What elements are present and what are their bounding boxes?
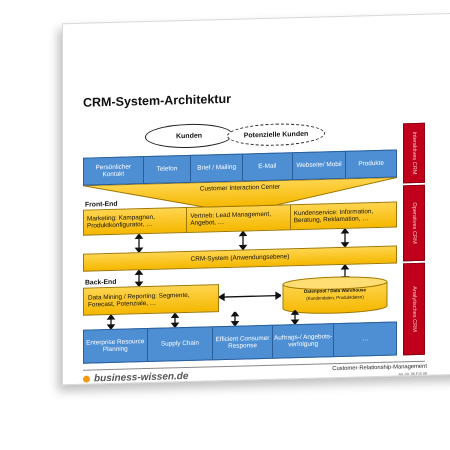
system-cell: Supply Chain: [147, 327, 214, 362]
system-cell: Enterprise Resource Planning: [84, 329, 148, 363]
channel-cell: Brief / Mailing: [191, 154, 243, 182]
customers-ellipse: Kunden: [145, 122, 233, 150]
side-band-interactive: Interaktives CRM: [403, 122, 425, 184]
customers-label: Kunden: [175, 132, 203, 140]
diagram-title: CRM-System-Architektur: [83, 91, 231, 110]
channel-cell: Produkte: [358, 160, 384, 168]
document-page: CRM-System-Architektur Kunden Potenziell…: [62, 12, 450, 386]
side-label-operative: Operatives CRM: [411, 202, 418, 244]
side-band-operative: Operatives CRM: [403, 184, 425, 262]
channel-cell: Persönlicher Kontakt: [84, 157, 144, 185]
system-cell: Efficient Consumer Response: [213, 325, 273, 360]
systems-row: Enterprise Resource Planning Supply Chai…: [83, 321, 397, 364]
brand-dot-icon: [83, 375, 90, 383]
brand-name: business-wissen.de: [94, 370, 189, 385]
system-cell: …: [362, 335, 369, 343]
frontend-crm-arrows: [134, 227, 350, 254]
article-number: Art.-Nr. 06.F15.08: [398, 371, 427, 377]
backend-label: Back-End: [85, 278, 117, 287]
channel-cell: Webseite/ Mobil: [292, 151, 347, 180]
side-band-analytic: Analytisches CRM: [403, 262, 425, 356]
potential-customers-ellipse: Potenzielle Kunden: [227, 122, 325, 147]
potential-customers-label: Potenzielle Kunden: [243, 130, 309, 140]
backend-systems-arrows: [106, 309, 300, 330]
side-label-interactive: Interaktives CRM: [411, 131, 418, 175]
footer-caption: Customer-Relationship-Management: [332, 363, 427, 373]
analytics-warehouse-arrow: [219, 291, 281, 302]
backend-analytics: Data Mining / Reporting: Segmente, Forec…: [83, 284, 219, 316]
frontend-label: Front-End: [85, 200, 118, 209]
system-cell: Auftrags-/ Angebots- verfolgung: [272, 324, 335, 358]
side-label-analytic: Analytisches CRM: [411, 286, 418, 332]
frontend-sales: Vertrieb: Lead Management, Angebot, …: [187, 205, 291, 232]
channel-cell: E-Mail: [242, 153, 293, 181]
brand-logo: business-wissen.de: [83, 371, 188, 385]
channel-cell: Telefon: [143, 155, 192, 184]
frontend-marketing: Marketing: Kampagnen, Produktkonfigurato…: [84, 207, 188, 235]
data-warehouse-cylinder: [282, 276, 388, 314]
frontend-service: Kundenservice: Information, Beratung, Re…: [293, 207, 374, 225]
